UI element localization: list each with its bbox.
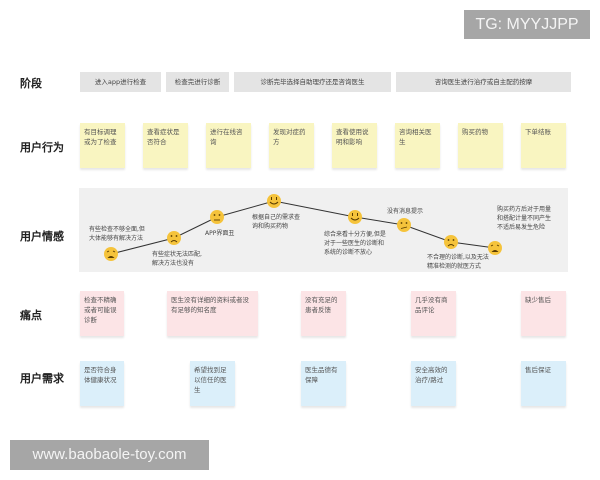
watermark-top: TG: MYYJJPP bbox=[464, 10, 590, 39]
emotion-annotation: 购买药方后对于用量和搭配计量不同产生不适后易发生危险 bbox=[497, 206, 552, 231]
pain-note: 几乎没有商品评论 bbox=[411, 291, 456, 336]
behavior-note: 进行在线咨询 bbox=[206, 123, 251, 168]
row-label-behavior: 用户行为 bbox=[20, 141, 64, 154]
sad-face-icon bbox=[444, 235, 458, 249]
need-note: 售后保证 bbox=[521, 361, 566, 406]
watermark-bottom: www.baobaole-toy.com bbox=[10, 440, 209, 470]
behavior-note: 咨询相关医生 bbox=[395, 123, 440, 168]
row-label-pain: 痛点 bbox=[20, 309, 42, 322]
skeptical-face-icon bbox=[397, 218, 411, 232]
behavior-note: 查看症状是否符合 bbox=[143, 123, 188, 168]
need-note: 希望找到足以信任的医生 bbox=[190, 361, 235, 406]
behavior-note: 查看使用说明和影响 bbox=[332, 123, 377, 168]
behavior-note: 发现对症药方 bbox=[269, 123, 314, 168]
emotion-annotation: APP界面丑 bbox=[205, 230, 235, 237]
neutral-face-icon bbox=[210, 210, 224, 224]
emotion-annotation: 有些检查不够全面,但大体能够有解决方法 bbox=[89, 226, 145, 242]
stage-4: 咨询医生进行治疗或自主配药按摩 bbox=[396, 72, 571, 92]
pain-note: 医生没有详细的资料或者没有足够的知名度 bbox=[167, 291, 258, 336]
emotion-annotation: 根据自己的需求查询和购买药物 bbox=[252, 214, 301, 230]
behavior-note: 有目标调理或为了检查 bbox=[80, 123, 125, 168]
row-label-needs: 用户需求 bbox=[20, 372, 64, 385]
row-label-stage: 阶段 bbox=[20, 77, 42, 90]
row-label-emotion: 用户情感 bbox=[20, 230, 64, 243]
crying-face-icon bbox=[104, 247, 118, 261]
happy-face-icon bbox=[267, 194, 281, 208]
emotion-curve-panel bbox=[79, 188, 568, 272]
behavior-note: 购买药物 bbox=[458, 123, 503, 168]
happy-face-icon bbox=[348, 210, 362, 224]
need-note: 是否符合身体健康状况 bbox=[80, 361, 124, 406]
pain-note: 缺少售后 bbox=[521, 291, 566, 336]
pain-note: 没有充足的患者反馈 bbox=[301, 291, 346, 336]
sad-face-icon bbox=[167, 231, 181, 245]
need-note: 医生品德有保障 bbox=[301, 361, 346, 406]
stage-1: 进入app进行检查 bbox=[80, 72, 161, 92]
pain-note: 检查不精确或者可能误诊断 bbox=[80, 291, 124, 336]
behavior-note: 下单结账 bbox=[521, 123, 566, 168]
emotion-annotation: 不合理的诊断,以及无法精准检测的就医方式 bbox=[427, 254, 489, 270]
stage-2: 检查完进行诊断 bbox=[166, 72, 229, 92]
emotion-annotation: 没有消息提示 bbox=[387, 208, 424, 215]
stage-3: 诊断完毕选择自助理疗还是咨询医生 bbox=[234, 72, 391, 92]
need-note: 安全高效的治疗/路过 bbox=[411, 361, 456, 406]
crying-face-icon bbox=[488, 241, 502, 255]
emotion-annotation: 综合来看十分方便,但是对于一些医生的诊断和系统的诊断不放心 bbox=[324, 231, 386, 256]
emotion-annotation: 有些症状无法匹配,解决方法也没有 bbox=[152, 251, 202, 267]
